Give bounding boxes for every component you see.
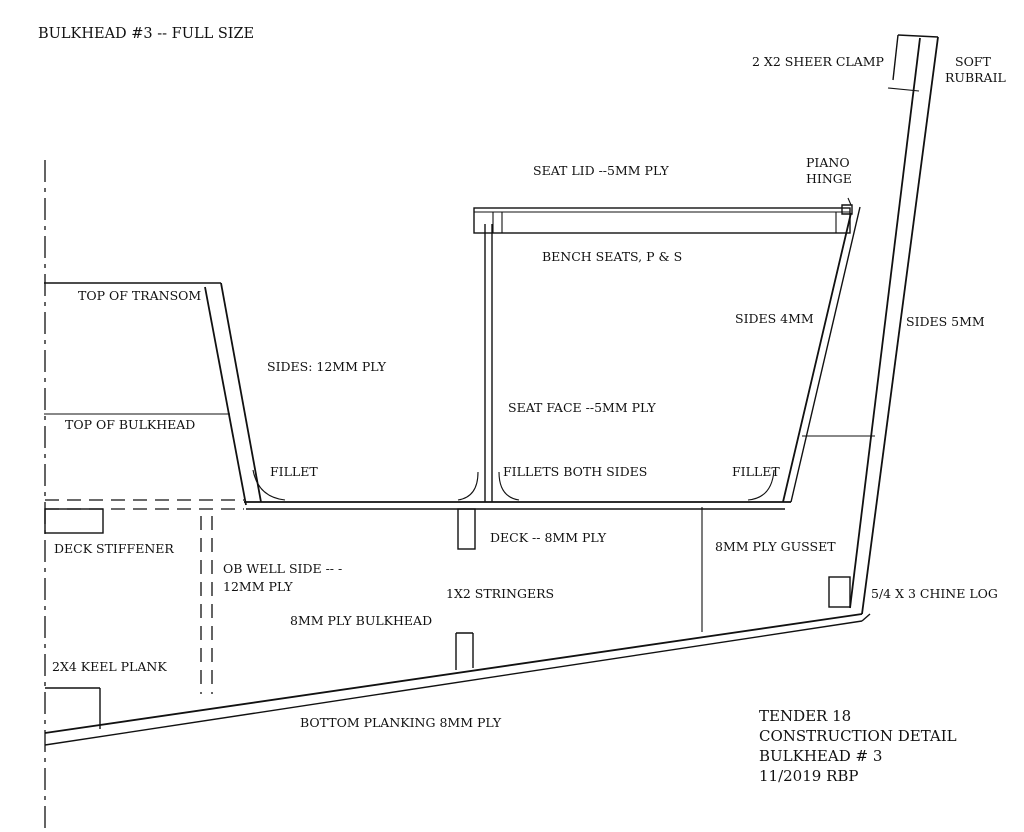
label-soft-rubrail-1: SOFT	[955, 54, 991, 69]
label-sheer-clamp: 2 X2 SHEER CLAMP	[752, 54, 884, 69]
hull-side	[849, 34, 939, 622]
seat-face	[457, 224, 520, 502]
title-block-line-4: 11/2019 RBP	[759, 767, 859, 785]
title-block-line-2: CONSTRUCTION DETAIL	[759, 727, 957, 745]
seat-lid	[473, 197, 853, 234]
title-block-line-1: TENDER 18	[759, 707, 851, 725]
label-ob-well-2: 12MM PLY	[223, 579, 293, 594]
label-sides-5mm: SIDES 5MM	[906, 314, 985, 329]
label-seat-lid: SEAT LID --5MM PLY	[533, 163, 669, 178]
stringers	[455, 508, 476, 670]
label-seat-face: SEAT FACE --5MM PLY	[508, 400, 657, 415]
label-keel-plank: 2X4 KEEL PLANK	[52, 659, 167, 674]
label-stringers: 1X2 STRINGERS	[446, 586, 554, 601]
title-block-line-3: BULKHEAD # 3	[759, 747, 882, 765]
deck-stiffener	[44, 499, 244, 534]
title-block: TENDER 18 CONSTRUCTION DETAIL BULKHEAD #…	[759, 707, 957, 785]
drawing-title: BULKHEAD #3 -- FULL SIZE	[38, 26, 254, 42]
label-top-of-transom: TOP OF TRANSOM	[78, 288, 201, 303]
seat-side	[747, 206, 861, 503]
label-piano-hinge-1: PIANO	[806, 155, 850, 170]
chine-log	[828, 576, 851, 608]
label-fillet-left: FILLET	[270, 464, 318, 479]
label-ply-bulkhead: 8MM PLY BULKHEAD	[290, 613, 432, 628]
label-soft-rubrail-2: RUBRAIL	[945, 70, 1006, 85]
label-gusset: 8MM PLY GUSSET	[715, 539, 836, 554]
ob-well-side	[200, 516, 213, 694]
label-piano-hinge-2: HINGE	[806, 171, 852, 186]
label-sides-12mm: SIDES: 12MM PLY	[267, 359, 387, 374]
deck	[244, 501, 791, 510]
label-top-of-bulkhead: TOP OF BULKHEAD	[65, 417, 195, 432]
label-deck: DECK -- 8MM PLY	[490, 530, 607, 545]
label-sides-4mm: SIDES 4MM	[735, 311, 814, 326]
label-deck-stiffener: DECK STIFFENER	[54, 541, 174, 556]
label-ob-well-1: OB WELL SIDE -- -	[223, 561, 342, 576]
label-fillets-both-sides: FILLETS BOTH SIDES	[503, 464, 647, 479]
bottom-planking	[44, 613, 863, 746]
label-fillet-right: FILLET	[732, 464, 780, 479]
transom-side	[44, 282, 286, 506]
label-bench-seats: BENCH SEATS, P & S	[542, 249, 682, 264]
label-chine-log: 5/4 X 3 CHINE LOG	[871, 586, 998, 601]
label-bottom-planking: BOTTOM PLANKING 8MM PLY	[300, 715, 502, 730]
keel-plank	[45, 687, 101, 729]
gusset	[701, 435, 875, 632]
